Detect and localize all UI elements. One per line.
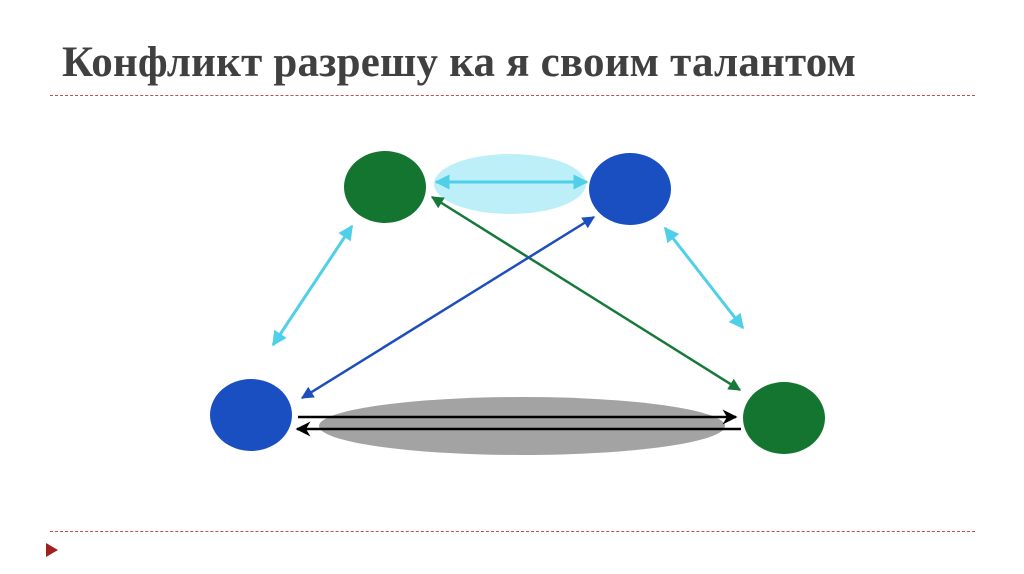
top-link-highlight: [434, 154, 586, 214]
node-top-right-blue: [589, 153, 671, 225]
node-top-left-green: [344, 151, 426, 223]
arrow-green-diagonal: [430, 195, 742, 392]
triangle-right-icon: [46, 543, 58, 557]
slide-title: Конфликт разрешу ка я своим талантом: [62, 39, 857, 86]
arrow-blue-diagonal: [300, 215, 596, 400]
node-bottom-right-green: [743, 382, 825, 454]
arrow-left-pair: [271, 224, 354, 347]
node-bottom-left-blue: [210, 379, 292, 451]
bottom-link-highlight: [319, 397, 725, 455]
arrow-right-pair: [663, 226, 745, 330]
footer-divider: [50, 531, 975, 532]
title-divider: [50, 95, 975, 96]
